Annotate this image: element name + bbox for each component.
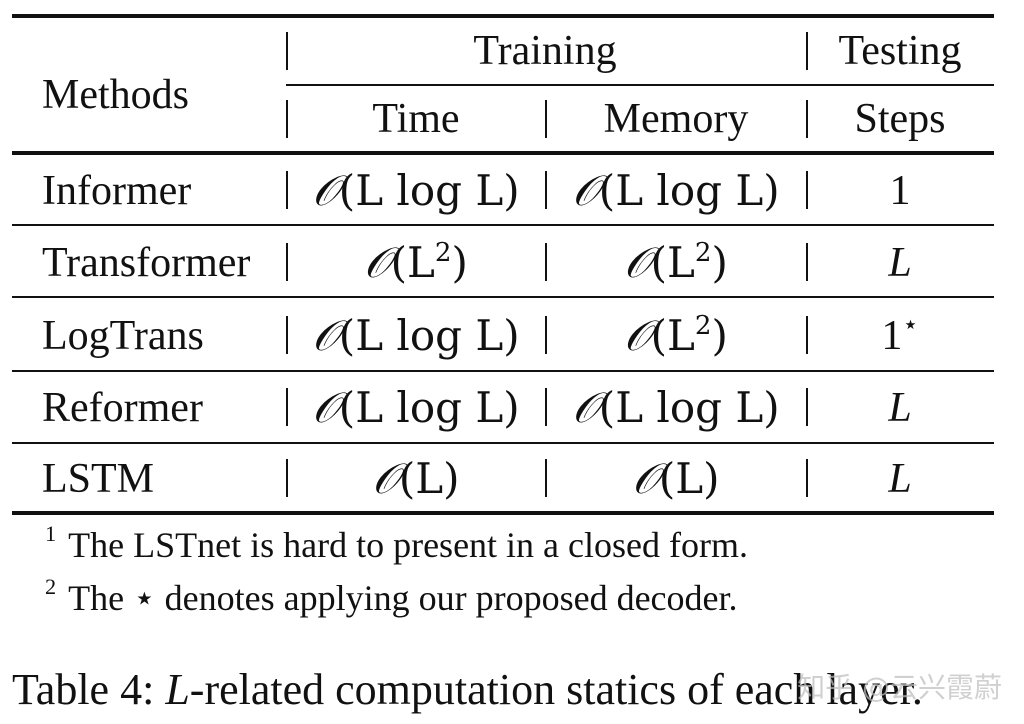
- row-separator-right: [806, 388, 808, 426]
- row-separator-middle: [545, 171, 547, 209]
- memory-complexity: 𝒪(L2): [624, 313, 728, 357]
- big-o-symbol: 𝒪: [312, 166, 339, 215]
- time-expression: (L): [398, 454, 460, 503]
- row-separator-middle: [545, 459, 547, 497]
- memory-expression: (L): [658, 454, 720, 503]
- memory-complexity: 𝒪(L log L): [572, 387, 779, 429]
- testing-steps: 1: [889, 168, 911, 214]
- time-complexity: 𝒪(L log L): [312, 387, 519, 429]
- row-separator-left: [286, 316, 288, 354]
- header-mid-rule: [286, 84, 994, 86]
- table-caption: Table 4: L-related computation statics o…: [12, 668, 923, 712]
- big-o-symbol: 𝒪: [624, 238, 651, 287]
- big-o-symbol: 𝒪: [364, 238, 391, 287]
- row-rule-2: [12, 296, 994, 298]
- time-exponent: 2: [434, 237, 452, 268]
- big-o-symbol: 𝒪: [632, 454, 659, 503]
- big-o-symbol: 𝒪: [372, 454, 399, 503]
- method-cell: Reformer: [42, 385, 203, 431]
- memory-exponent: 2: [694, 237, 712, 268]
- memory-expression: (L log L): [598, 166, 780, 215]
- memory-expression-close: ): [711, 311, 728, 360]
- row-separator-right: [806, 243, 808, 281]
- steps-header: Steps: [854, 96, 946, 142]
- footnote-1: 1 The LSTnet is hard to present in a clos…: [45, 523, 748, 565]
- training-header: Training: [473, 28, 617, 74]
- time-expression: (L log L): [338, 166, 520, 215]
- time-expression-close: ): [451, 238, 468, 287]
- methods-header: Methods: [42, 72, 189, 118]
- row-rule-1: [12, 224, 994, 226]
- row-separator-right: [806, 171, 808, 209]
- time-expression: (L: [390, 238, 435, 287]
- time-expression: (L log L): [338, 311, 520, 360]
- memory-expression: (L: [650, 311, 695, 360]
- row-separator-right: [806, 459, 808, 497]
- testing-steps: 1⋆: [881, 311, 918, 359]
- big-o-symbol: 𝒪: [624, 311, 651, 360]
- time-header: Time: [372, 96, 460, 142]
- row-separator-right: [806, 316, 808, 354]
- big-o-symbol: 𝒪: [572, 383, 599, 432]
- memory-expression: (L log L): [598, 383, 780, 432]
- row-separator-middle: [545, 388, 547, 426]
- header-separator-top-right: [806, 32, 808, 70]
- testing-steps: L: [888, 385, 912, 431]
- testing-header: Testing: [838, 28, 962, 74]
- testing-steps: L: [888, 456, 912, 502]
- row-rule-3: [12, 370, 994, 372]
- header-separator-bottom-middle: [545, 100, 547, 138]
- time-complexity: 𝒪(L log L): [312, 315, 519, 357]
- header-separator-top-left: [286, 32, 288, 70]
- memory-expression-close: ): [711, 238, 728, 287]
- caption-text: -related computation statics of each lay…: [189, 665, 923, 714]
- memory-header: Memory: [603, 96, 749, 142]
- footnote-marker: 2: [45, 574, 57, 600]
- top-rule: [12, 14, 994, 18]
- row-separator-left: [286, 171, 288, 209]
- header-separator-bottom-left: [286, 100, 288, 138]
- header-bottom-rule: [12, 151, 994, 155]
- footnote-marker: 1: [45, 521, 57, 547]
- time-expression: (L log L): [338, 383, 520, 432]
- time-complexity: 𝒪(L2): [364, 240, 468, 284]
- method-cell: Transformer: [42, 240, 251, 286]
- caption-label: Table 4:: [12, 665, 166, 714]
- big-o-symbol: 𝒪: [572, 166, 599, 215]
- big-o-symbol: 𝒪: [312, 311, 339, 360]
- memory-exponent: 2: [694, 310, 712, 341]
- row-separator-middle: [545, 316, 547, 354]
- method-cell: Informer: [42, 168, 192, 214]
- star-marker: ⋆: [902, 309, 919, 339]
- footnote-2: 2 The ⋆ denotes applying our proposed dec…: [45, 576, 738, 618]
- testing-steps: L: [888, 240, 912, 286]
- method-cell: LSTM: [42, 456, 155, 502]
- row-separator-left: [286, 388, 288, 426]
- method-cell: LogTrans: [42, 313, 204, 359]
- row-separator-left: [286, 459, 288, 497]
- row-separator-middle: [545, 243, 547, 281]
- footnote-text: The ⋆ denotes applying our proposed deco…: [68, 578, 738, 618]
- big-o-symbol: 𝒪: [312, 383, 339, 432]
- footnote-text: The LSTnet is hard to present in a close…: [68, 525, 748, 565]
- row-separator-left: [286, 243, 288, 281]
- time-complexity: 𝒪(L log L): [312, 170, 519, 212]
- caption-symbol: L: [165, 665, 190, 714]
- memory-complexity: 𝒪(L): [632, 458, 719, 500]
- memory-expression: (L: [650, 238, 695, 287]
- bottom-rule: [12, 511, 994, 515]
- steps-value: 1: [881, 313, 903, 359]
- memory-complexity: 𝒪(L log L): [572, 170, 779, 212]
- time-complexity: 𝒪(L): [372, 458, 459, 500]
- header-separator-bottom-right: [806, 100, 808, 138]
- memory-complexity: 𝒪(L2): [624, 240, 728, 284]
- row-rule-4: [12, 442, 994, 444]
